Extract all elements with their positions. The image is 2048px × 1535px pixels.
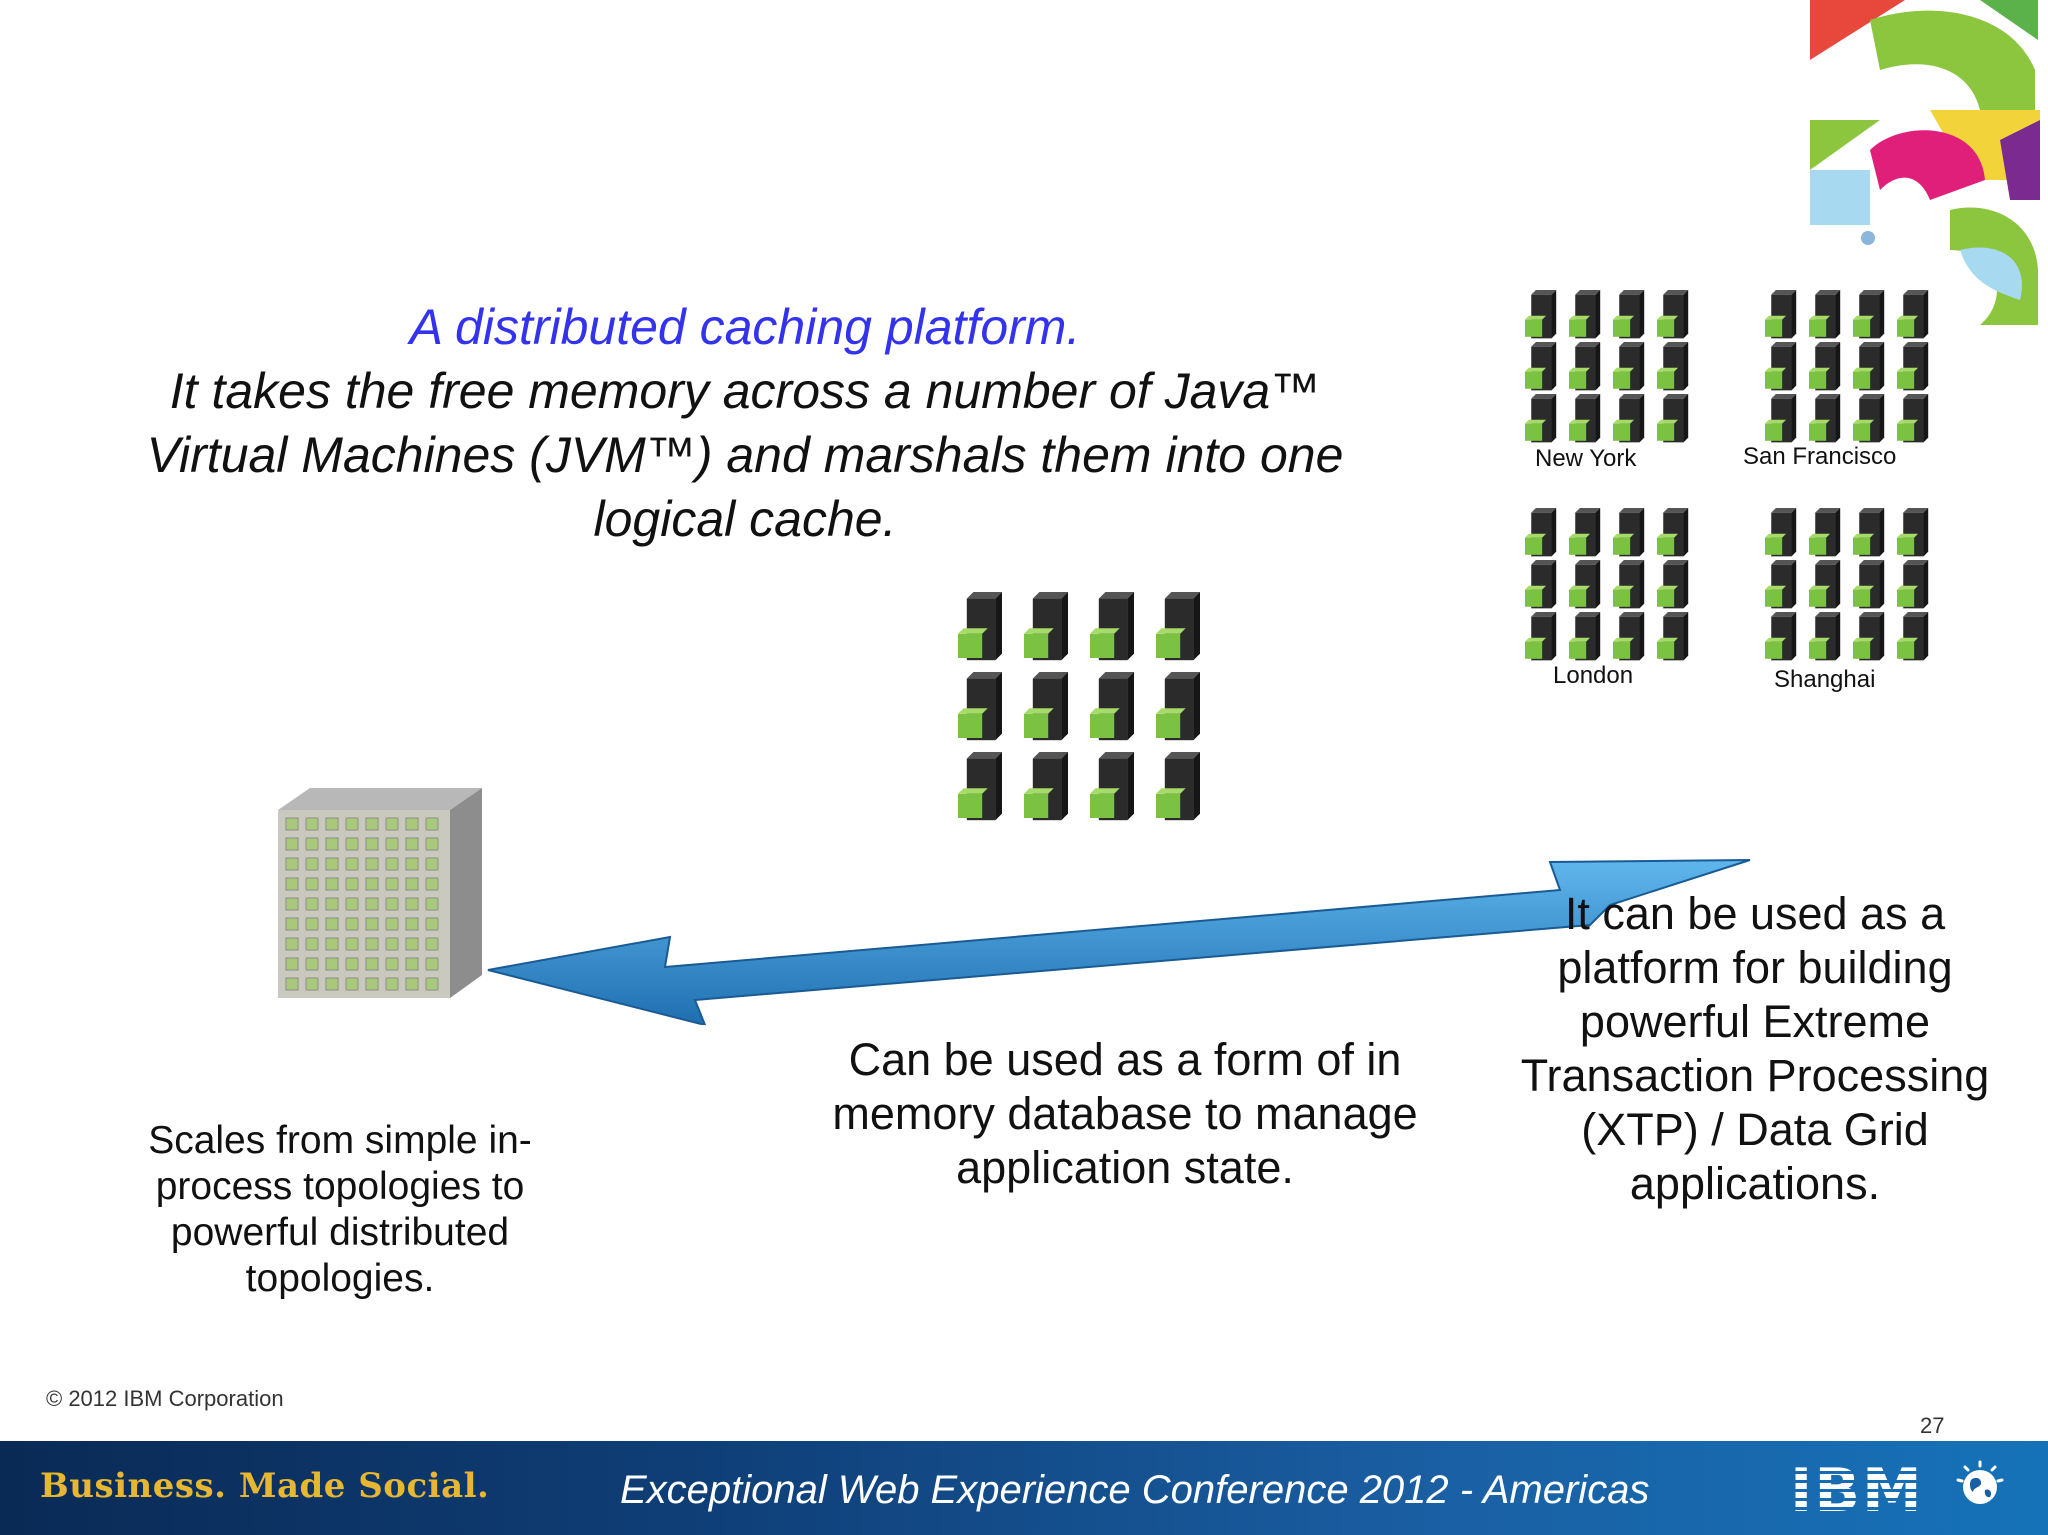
globe-icon bbox=[1956, 1460, 2004, 1504]
server-icon bbox=[1090, 592, 1134, 661]
server-icon bbox=[1853, 394, 1885, 443]
server-icon bbox=[1853, 342, 1885, 391]
server-icon bbox=[1657, 394, 1689, 443]
cube-icon bbox=[278, 788, 482, 998]
server-icon bbox=[1897, 612, 1929, 661]
server-icon bbox=[1569, 342, 1601, 391]
server-icon bbox=[1897, 394, 1929, 443]
server-icon bbox=[1657, 560, 1689, 609]
server-icon bbox=[1024, 672, 1068, 741]
server-icon bbox=[1090, 752, 1134, 821]
server-icon bbox=[1156, 672, 1200, 741]
server-icon bbox=[1897, 560, 1929, 609]
server-icon bbox=[1525, 560, 1557, 609]
copyright-text: © 2012 IBM Corporation bbox=[46, 1386, 284, 1411]
double-arrow-icon bbox=[487, 859, 1751, 1025]
corner-graphic bbox=[1810, 0, 2040, 325]
server-icon bbox=[1657, 612, 1689, 661]
server-icon bbox=[1657, 342, 1689, 391]
server-icon bbox=[1765, 508, 1797, 557]
caption-left: Scales from simple in-process topologies… bbox=[148, 1119, 532, 1300]
server-icon bbox=[1765, 612, 1797, 661]
lead-accent-line: A distributed caching platform. bbox=[409, 299, 1081, 355]
server-icon bbox=[1156, 752, 1200, 821]
server-icon bbox=[1525, 290, 1557, 339]
server-icon bbox=[1897, 508, 1929, 557]
server-icon bbox=[958, 752, 1002, 821]
server-icon bbox=[1809, 508, 1841, 557]
server-icon bbox=[1569, 394, 1601, 443]
server-icon bbox=[1525, 394, 1557, 443]
server-icon bbox=[1569, 612, 1601, 661]
server-icon bbox=[1657, 508, 1689, 557]
server-icon bbox=[1024, 752, 1068, 821]
server-icon bbox=[1613, 560, 1645, 609]
server-icon bbox=[1853, 508, 1885, 557]
server-icon bbox=[1569, 508, 1601, 557]
caption-middle: Can be used as a form of in memory datab… bbox=[832, 1034, 1418, 1193]
server-icon bbox=[1809, 342, 1841, 391]
footer-bar bbox=[0, 1441, 2048, 1535]
server-icon bbox=[1765, 560, 1797, 609]
server-icon bbox=[1853, 560, 1885, 609]
page-number: 27 bbox=[1920, 1413, 1945, 1438]
server-icon bbox=[1525, 342, 1557, 391]
server-icon bbox=[1569, 290, 1601, 339]
server-icon bbox=[1613, 508, 1645, 557]
server-icon bbox=[1853, 612, 1885, 661]
server-icon bbox=[1090, 672, 1134, 741]
server-icon bbox=[1765, 394, 1797, 443]
server-icon bbox=[1613, 342, 1645, 391]
server-icon bbox=[1569, 560, 1601, 609]
server-clusters bbox=[958, 290, 1929, 821]
lead-line-4: logical cache. bbox=[593, 491, 897, 547]
city-label-san-francisco: San Francisco bbox=[1743, 443, 1897, 470]
server-icon bbox=[1613, 612, 1645, 661]
server-icon bbox=[1809, 560, 1841, 609]
ibm-logo: IBM bbox=[1790, 1456, 1924, 1526]
lead-line-2: It takes the free memory across a number… bbox=[169, 363, 1321, 419]
server-icon bbox=[958, 672, 1002, 741]
server-icon bbox=[1525, 612, 1557, 661]
conference-title: Exceptional Web Experience Conference 20… bbox=[620, 1468, 1650, 1512]
server-icon bbox=[1853, 290, 1885, 339]
server-icon bbox=[958, 592, 1002, 661]
server-icon bbox=[1809, 394, 1841, 443]
server-icon bbox=[1809, 612, 1841, 661]
server-icon bbox=[1613, 394, 1645, 443]
city-label-new-york: New York bbox=[1535, 445, 1637, 472]
caption-right: It can be used as a platform for buildin… bbox=[1520, 888, 1990, 1209]
server-icon bbox=[1765, 342, 1797, 391]
server-icon bbox=[1765, 290, 1797, 339]
server-icon bbox=[1897, 342, 1929, 391]
city-label-london: London bbox=[1553, 662, 1634, 689]
server-icon bbox=[1809, 290, 1841, 339]
lead-text: A distributed caching platform. It takes… bbox=[80, 295, 1410, 551]
server-icon bbox=[1897, 290, 1929, 339]
server-icon bbox=[1613, 290, 1645, 339]
server-icon bbox=[1657, 290, 1689, 339]
server-icon bbox=[1525, 508, 1557, 557]
server-icon bbox=[1024, 592, 1068, 661]
server-icon bbox=[1156, 592, 1200, 661]
city-label-shanghai: Shanghai bbox=[1774, 666, 1876, 693]
footer-tagline: Business. Made Social. bbox=[40, 1466, 490, 1506]
lead-line-3: Virtual Machines (JVM™) and marshals the… bbox=[146, 427, 1344, 483]
